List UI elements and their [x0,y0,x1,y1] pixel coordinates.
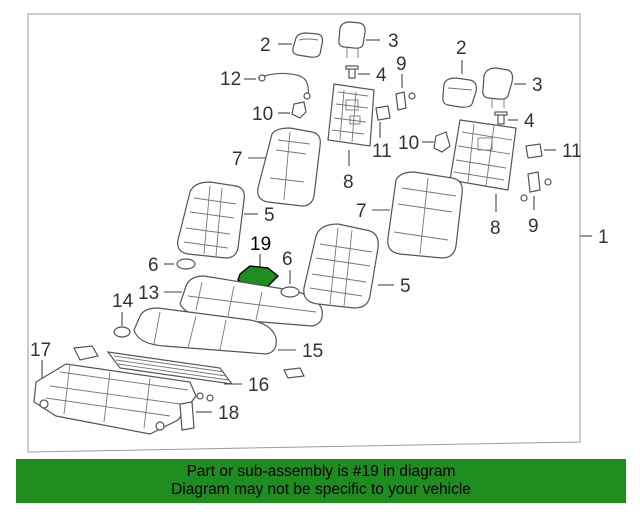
seatback-cover-left-part-7[interactable] [257,127,321,207]
headrest-guide-left-part-4[interactable] [345,65,359,79]
callout-12[interactable]: 12 [220,69,241,90]
banner-line-disclaimer: Diagram may not be specific to your vehi… [171,481,471,498]
seatback-pad-right-part-5[interactable] [303,223,379,309]
seat-cushion-pad-part-15[interactable] [133,307,277,355]
seat-frame-part-17[interactable] [33,363,197,435]
callout-3-right[interactable]: 3 [532,75,543,96]
seat-exploded-diagram: 1 2 3 4 12 10 8 [27,13,609,453]
callout-10-left[interactable]: 10 [252,104,273,125]
callout-7-right[interactable]: 7 [356,201,367,222]
callout-4-left[interactable]: 4 [376,65,387,86]
seatback-frame-left-part-8[interactable] [327,83,375,147]
headrest-left-part-2[interactable] [292,32,324,58]
banner-line-part-number: Part or sub-assembly is #19 in diagram [186,463,456,480]
bracket-left-part-9[interactable] [395,91,416,111]
callout-9-right[interactable]: 9 [528,216,539,237]
callout-11-left[interactable]: 11 [372,141,392,162]
callout-17[interactable]: 17 [30,340,51,361]
headrest-right-part-2[interactable] [442,77,477,108]
callout-8-left[interactable]: 8 [343,172,354,193]
callout-5-right[interactable]: 5 [400,276,411,297]
callout-7-left[interactable]: 7 [232,149,243,170]
callout-8-right[interactable]: 8 [490,218,501,239]
bracket-right-part-9[interactable] [520,171,552,202]
callout-5-left[interactable]: 5 [264,205,275,226]
trim-right-part-11[interactable] [525,143,543,159]
clip-part-14[interactable] [113,326,131,338]
callout-13[interactable]: 13 [138,283,159,304]
callout-2-right[interactable]: 2 [456,38,467,59]
callout-4-right[interactable]: 4 [524,111,535,132]
callout-10-right[interactable]: 10 [398,133,419,154]
callout-1[interactable]: 1 [598,227,609,248]
seatback-pad-left-part-5[interactable] [177,181,245,259]
callout-6-left[interactable]: 6 [148,255,159,276]
callout-18[interactable]: 18 [218,403,239,424]
latch-right-part-10[interactable] [433,131,451,153]
callout-11-right[interactable]: 11 [562,141,582,162]
cable-part-12[interactable] [257,72,311,100]
diagram-frame [27,13,581,453]
info-banner: Part or sub-assembly is #19 in diagram D… [16,459,626,503]
callout-2-left[interactable]: 2 [260,35,271,56]
highlighted-part-19[interactable] [237,265,280,287]
trim-left-part-11[interactable] [375,105,391,121]
callout-6-right[interactable]: 6 [282,249,293,270]
bracket-part-18[interactable] [179,401,195,431]
headrest-guide-right-part-4[interactable] [494,111,508,125]
seatback-cover-right-part-7[interactable] [387,171,463,259]
callout-15[interactable]: 15 [302,341,323,362]
bracket-front-small [73,345,305,402]
callout-9-left[interactable]: 9 [396,54,407,75]
callout-19[interactable]: 19 [250,234,271,255]
seatback-frame-right-part-8[interactable] [449,119,517,191]
grommet-left-part-6[interactable] [176,258,196,270]
grommet-right-part-6[interactable] [280,286,300,298]
callout-14[interactable]: 14 [112,291,134,312]
headrest-right-part-3[interactable] [482,67,514,108]
headrest-left-part-3[interactable] [338,21,366,58]
callout-3-left[interactable]: 3 [388,31,399,52]
callout-16[interactable]: 16 [248,375,269,396]
latch-left-part-10[interactable] [291,101,307,119]
